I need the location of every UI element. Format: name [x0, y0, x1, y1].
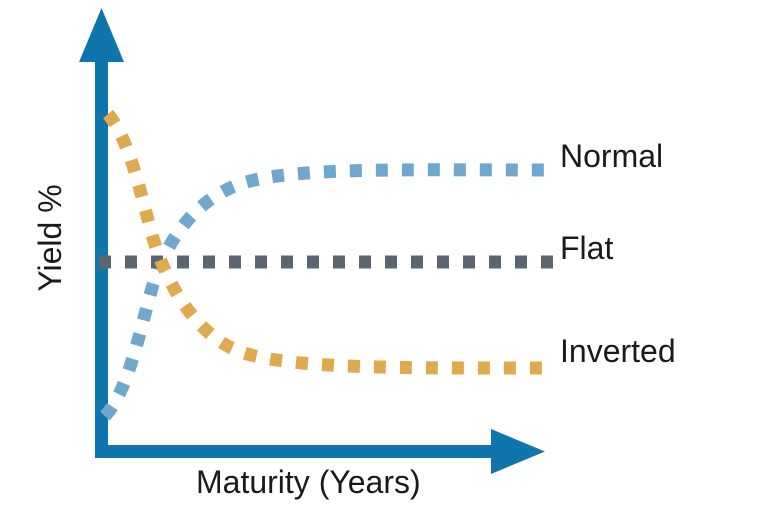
series-label-flat: Flat: [560, 230, 614, 266]
series-line-normal: [100, 163, 554, 421]
y-axis-title: Yield %: [32, 184, 68, 292]
x-axis-title: Maturity (Years): [196, 464, 421, 500]
series-label-inverted: Inverted: [560, 333, 676, 369]
x-axis-arrow: [95, 429, 545, 474]
series-label-normal: Normal: [560, 138, 664, 174]
y-axis-arrow: [79, 8, 124, 458]
